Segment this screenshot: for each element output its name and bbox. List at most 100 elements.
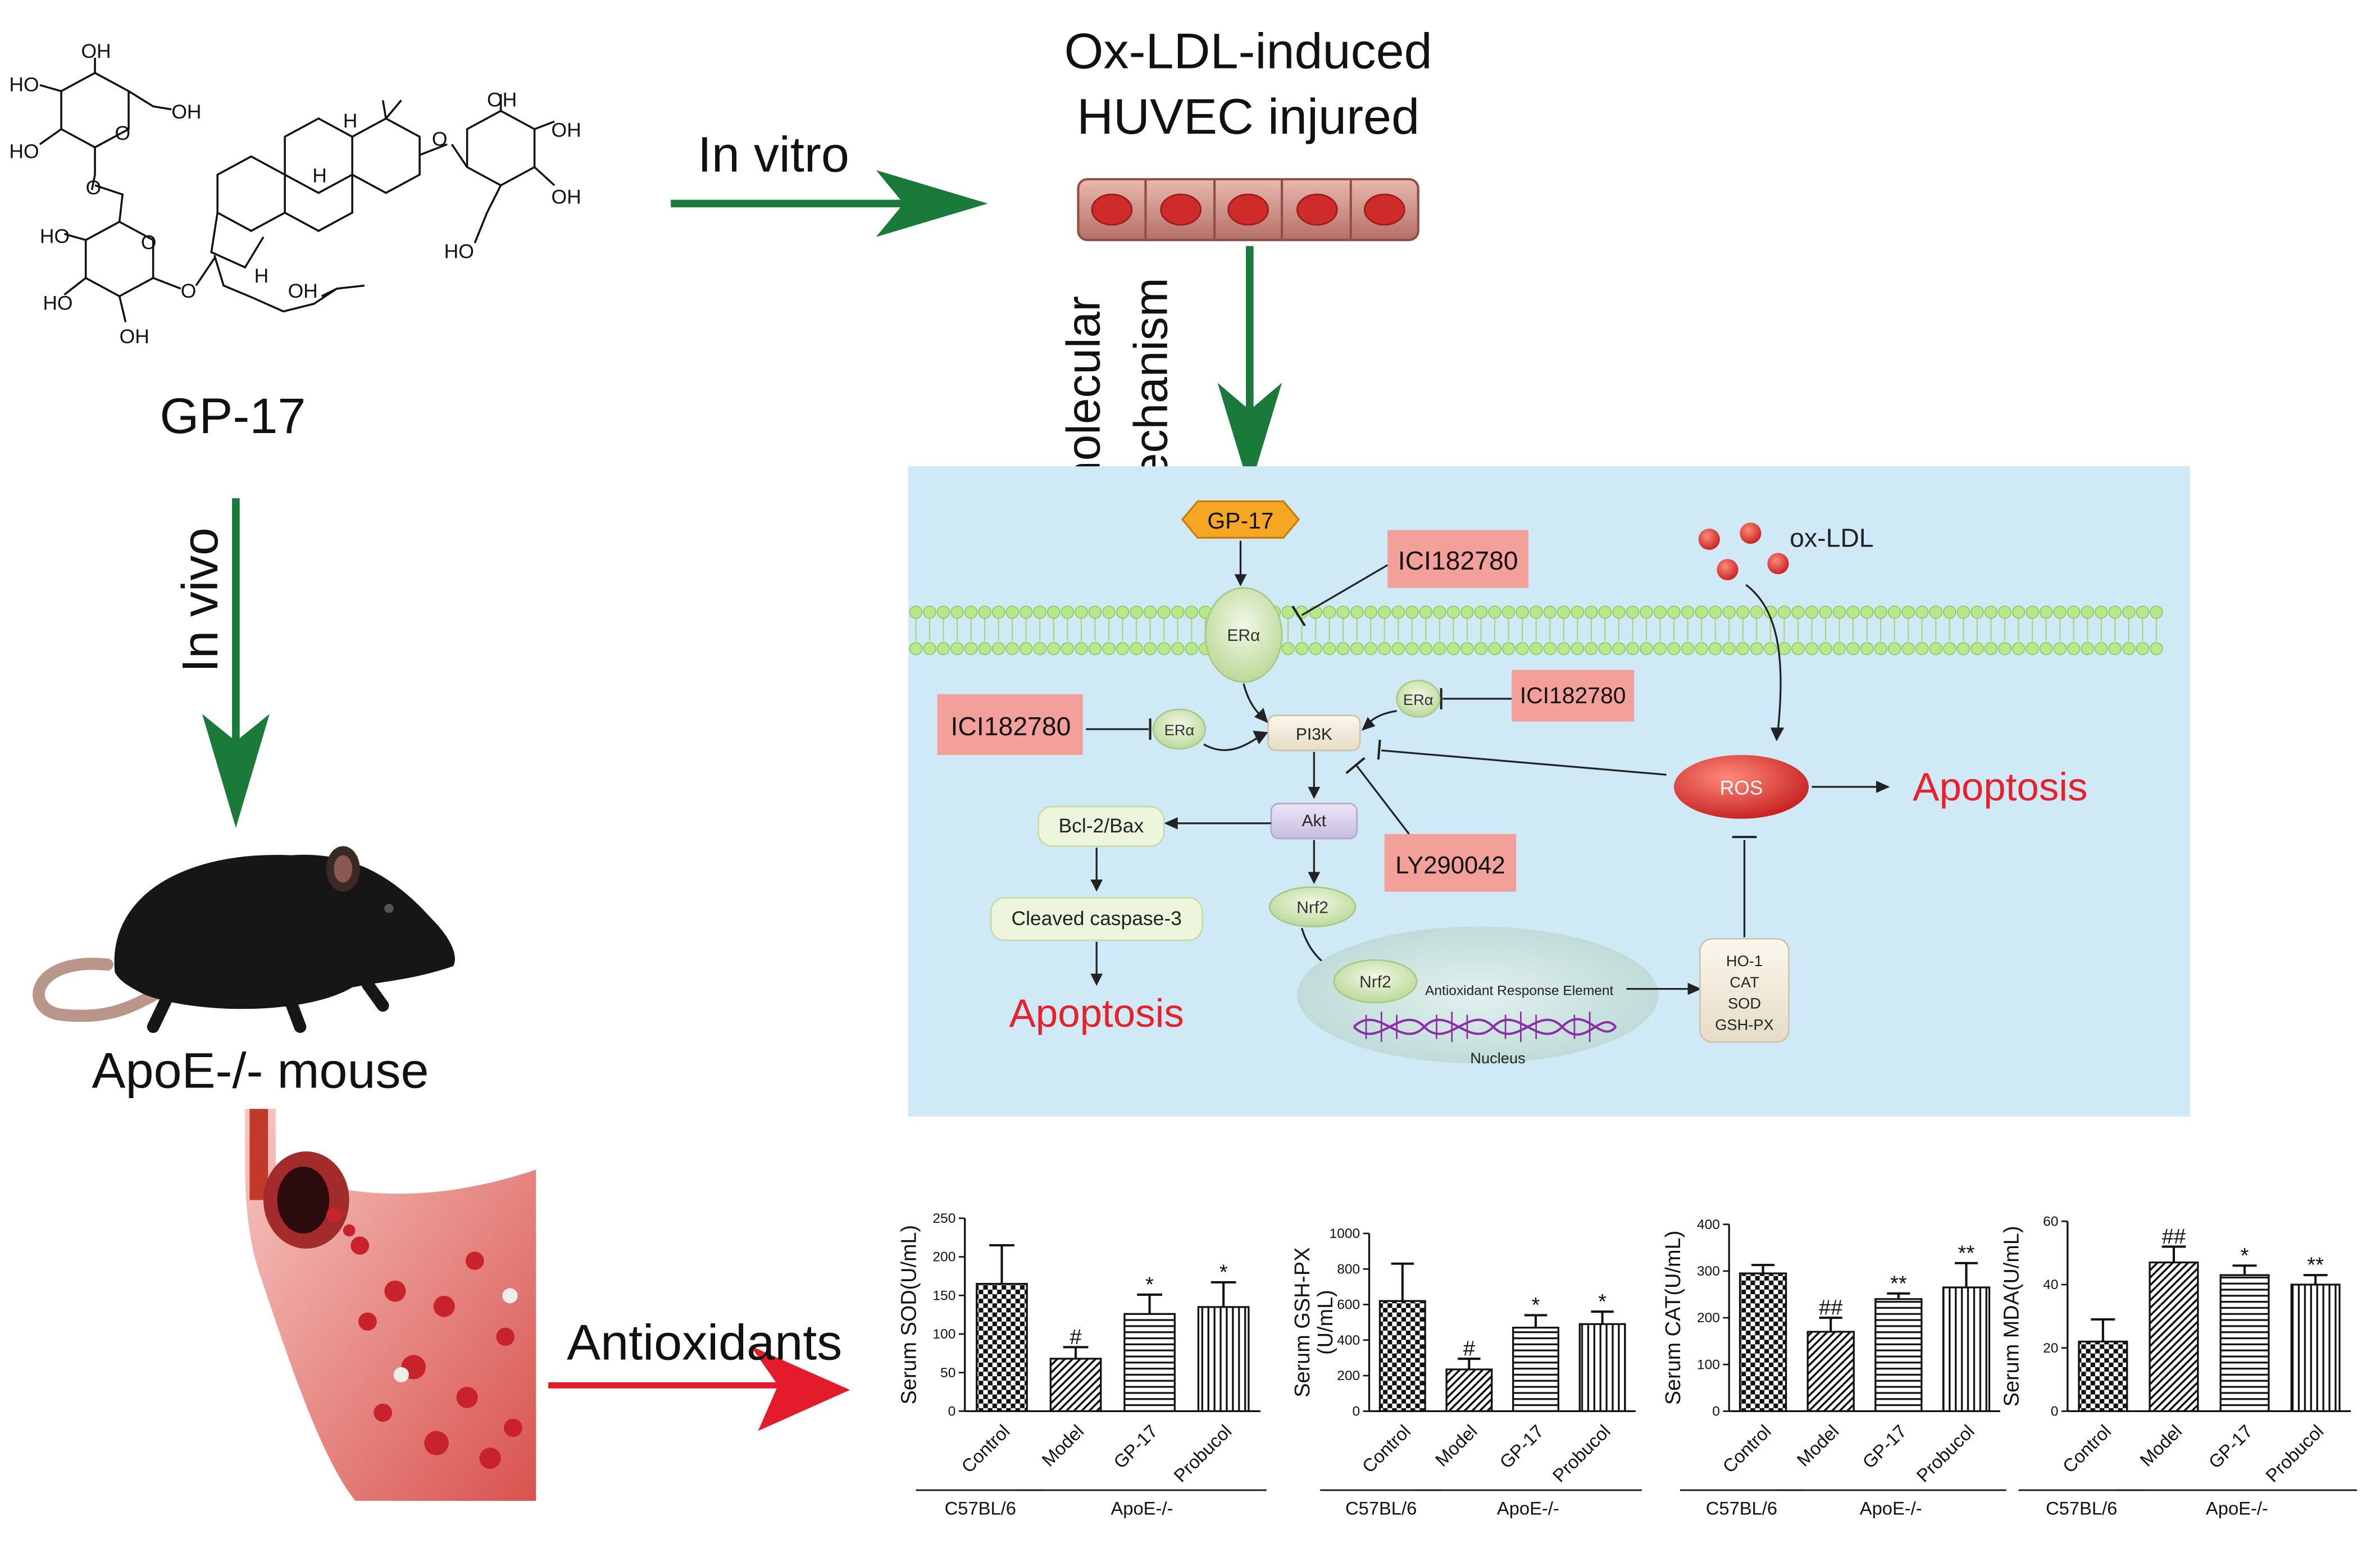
x-tick-label: Probucol xyxy=(2262,1421,2328,1486)
eralpha-nuclear xyxy=(1396,680,1441,718)
y-tick-label: 300 xyxy=(1697,1264,1720,1279)
bar xyxy=(2078,1340,2128,1413)
bcl2-bax-label: Bcl-2/Bax xyxy=(1059,815,1144,837)
y-tick-label: 200 xyxy=(1697,1310,1720,1326)
y-tick-label: 400 xyxy=(1697,1217,1720,1232)
bar xyxy=(2290,1283,2341,1413)
atom-label: OH xyxy=(552,120,581,142)
bar xyxy=(1123,1313,1176,1413)
eralpha-receptor-label: ERα xyxy=(1227,626,1260,645)
x-tick-label: GP-17 xyxy=(1496,1421,1548,1473)
huvec-title-line1: Ox-LDL-induced xyxy=(1064,23,1432,79)
enzyme-label: CAT xyxy=(1730,973,1759,991)
y-tick-label: 200 xyxy=(1337,1368,1360,1383)
bar xyxy=(1512,1327,1559,1413)
ros-node xyxy=(1674,755,1809,819)
in-vivo-arrow xyxy=(202,498,270,828)
atom-label: H xyxy=(254,265,269,287)
y-axis-label: Serum GSH-PX xyxy=(1291,1248,1314,1397)
significance-mark: * xyxy=(1145,1273,1154,1297)
eralpha-cytoplasm xyxy=(1152,708,1207,750)
inhibitor-label: ICI182780 xyxy=(951,712,1071,741)
y-tick-label: 40 xyxy=(2043,1277,2058,1292)
bar xyxy=(1378,1300,1426,1413)
y-tick-label: 0 xyxy=(948,1404,956,1419)
inhibitor-box-left xyxy=(937,694,1083,755)
bar xyxy=(1874,1298,1923,1413)
atom-label: O xyxy=(86,177,102,199)
bcl2-bax-node xyxy=(1037,805,1165,847)
x-tick-label: Probucol xyxy=(1913,1421,1978,1486)
ox-ldl-particles xyxy=(1698,522,1789,581)
significance-mark: ## xyxy=(2162,1225,2186,1249)
y-tick-label: 0 xyxy=(1712,1404,1720,1419)
group-label: C57BL/6 xyxy=(945,1498,1016,1518)
bar xyxy=(2149,1261,2199,1413)
antioxidant-enzymes-node xyxy=(1699,937,1790,1043)
caspase3-label: Cleaved caspase-3 xyxy=(1011,908,1181,930)
mouse-illustration xyxy=(33,846,455,1033)
antioxidants-label: Antioxidants xyxy=(567,1314,842,1371)
atom-label: OH xyxy=(120,326,149,348)
atom-label: OH xyxy=(171,101,201,123)
significance-mark: # xyxy=(1463,1337,1475,1361)
are-label: Antioxidant Response Element xyxy=(1425,983,1614,998)
x-tick-label: Probucol xyxy=(1549,1421,1614,1486)
bar xyxy=(1445,1368,1493,1413)
eralpha-nuclear-label: ERα xyxy=(1403,691,1434,708)
significance-mark: # xyxy=(1070,1326,1081,1349)
atom-label: HO xyxy=(9,74,39,95)
ox-ldl-label: ox-LDL xyxy=(1790,523,1873,553)
bar xyxy=(2219,1274,2270,1413)
compound-name: GP-17 xyxy=(160,388,306,444)
significance-mark: * xyxy=(1598,1290,1607,1314)
apoptosis-left: Apoptosis xyxy=(1009,991,1184,1035)
y-tick-label: 50 xyxy=(940,1365,955,1381)
y-tick-label: 100 xyxy=(1697,1357,1720,1372)
caspase3-node xyxy=(990,896,1203,941)
apoptosis-right: Apoptosis xyxy=(1913,764,2087,809)
bar xyxy=(1942,1286,1991,1413)
bar xyxy=(1049,1358,1102,1413)
akt-node xyxy=(1270,803,1358,840)
atom-label: H xyxy=(343,110,358,132)
enzyme-label: SOD xyxy=(1728,995,1761,1012)
significance-mark: ** xyxy=(1958,1241,1975,1265)
significance-mark: * xyxy=(2241,1244,2249,1268)
x-tick-label: Model xyxy=(2136,1421,2186,1470)
y-tick-label: 0 xyxy=(2051,1404,2059,1419)
y-tick-label: 60 xyxy=(2043,1214,2058,1230)
x-tick-label: Model xyxy=(1431,1421,1481,1470)
x-tick-label: GP-17 xyxy=(2205,1421,2256,1473)
gp17-hexagon xyxy=(1181,500,1300,539)
significance-mark: ## xyxy=(1819,1296,1842,1320)
huvec-cell-row xyxy=(1077,178,1419,242)
ly-inhibitor-label: LY290042 xyxy=(1395,852,1505,879)
in-vitro-label: In vitro xyxy=(698,126,849,183)
atom-label: OH xyxy=(288,280,318,302)
x-tick-label: Control xyxy=(2059,1421,2115,1477)
group-label: ApoE-/- xyxy=(2206,1498,2268,1518)
nucleus-label: Nucleus xyxy=(1470,1049,1525,1067)
y-tick-label: 100 xyxy=(932,1327,955,1342)
inhibitor-label: ICI182780 xyxy=(1398,546,1518,575)
atom-label: HO xyxy=(444,241,474,263)
bar xyxy=(1739,1272,1787,1413)
group-label: C57BL/6 xyxy=(2046,1498,2117,1518)
atom-label: O xyxy=(181,280,197,302)
nrf2-nuclear xyxy=(1333,959,1418,1004)
x-tick-label: Control xyxy=(1719,1421,1775,1477)
y-tick-label: 150 xyxy=(932,1289,955,1304)
gp17-node-label: GP-17 xyxy=(1207,508,1273,534)
x-tick-label: Model xyxy=(1793,1421,1843,1470)
x-tick-label: Probucol xyxy=(1170,1421,1236,1486)
bar xyxy=(1197,1306,1250,1413)
atom-label: O xyxy=(432,129,448,151)
y-tick-label: 800 xyxy=(1337,1262,1360,1277)
group-label: ApoE-/- xyxy=(1860,1498,1922,1518)
